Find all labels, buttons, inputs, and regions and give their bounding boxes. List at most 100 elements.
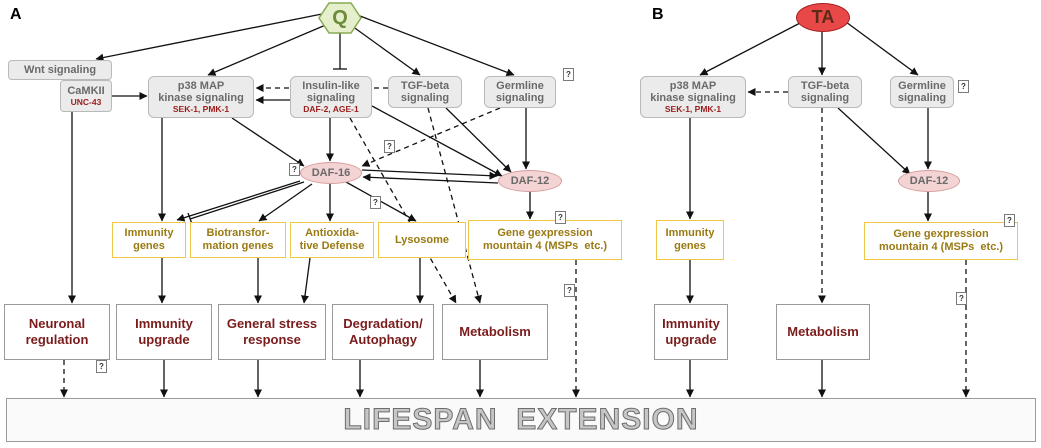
inhibit-daf16-immunity-genes xyxy=(189,181,305,220)
outcome-label-line: Metabolism xyxy=(459,324,531,339)
node-label: DAF-12 xyxy=(510,175,550,187)
panel-label-a: A xyxy=(10,6,22,23)
node-label-line: Insulin-like xyxy=(302,80,360,92)
arrow-q-to-tgf xyxy=(351,25,421,76)
node-camkii: CaMKII UNC-43 xyxy=(60,80,112,112)
arrow-germline-to-daf16-dashed xyxy=(361,107,501,167)
node-label-line: Immunity xyxy=(665,227,715,239)
outcome-label-line: regulation xyxy=(25,332,89,347)
node-label-line: mountain 4 (MSPs etc.) xyxy=(878,241,1004,253)
node-immunity-genes-b: Immunity genes xyxy=(656,220,724,260)
arrow-daf12-to-daf16 xyxy=(362,173,499,184)
arrow-p38-to-daf16 xyxy=(231,117,305,167)
node-label-line: Germline xyxy=(898,80,946,92)
node-label-line: mation genes xyxy=(202,240,274,252)
node-tgf-beta-signaling: TGF-beta signaling xyxy=(388,76,462,108)
outcome-metabolism-b: Metabolism xyxy=(776,304,870,360)
node-label-line: signaling xyxy=(897,92,947,104)
unknown-marker: ? xyxy=(384,140,395,153)
outcome-label-line: Degradation/ xyxy=(343,316,423,331)
unknown-marker: ? xyxy=(958,80,969,93)
node-antioxidative-defense: Antioxida- tive Defense xyxy=(290,222,374,258)
node-label-line: TGF-beta xyxy=(400,80,450,92)
unknown-marker: ? xyxy=(370,196,381,209)
gene-names: SEK-1, PMK-1 xyxy=(664,104,722,114)
outcome-metabolism: Metabolism xyxy=(442,304,548,360)
arrow-tgf-to-daf12 xyxy=(445,107,512,173)
unknown-marker: ? xyxy=(956,292,967,305)
outcome-degradation-autophagy: Degradation/ Autophagy xyxy=(332,304,434,360)
node-label-line: Biotransfor- xyxy=(206,227,270,239)
arrow-daf16-to-daf12 xyxy=(361,169,498,180)
unknown-marker: ? xyxy=(289,163,300,176)
lifespan-label: LIFESPAN EXTENSION xyxy=(343,403,699,437)
outcome-label-line: upgrade xyxy=(138,332,190,347)
node-immunity-genes: Immunity genes xyxy=(112,222,186,258)
unknown-marker: ? xyxy=(563,68,574,81)
root-node-tannic-acid: TA xyxy=(796,3,850,32)
arrow-insulin-to-daf12 xyxy=(371,105,503,177)
node-label-line: signaling xyxy=(400,92,450,104)
outcome-label-line: Immunity xyxy=(135,316,193,331)
outcome-label-line: response xyxy=(243,332,301,347)
hexagon-shape xyxy=(318,2,362,34)
node-label-line: mountain 4 (MSPs etc.) xyxy=(482,240,608,252)
node-label-line: TGF-beta xyxy=(800,80,850,92)
root-label: Q xyxy=(332,6,348,29)
outcome-label-line: Autophagy xyxy=(349,332,417,347)
arrow-daf16-to-immunity-genes xyxy=(176,180,301,222)
node-label-line: Immunity xyxy=(124,227,174,239)
node-label-line: genes xyxy=(674,240,706,252)
node-gene-expression-mountain: Gene gexpression mountain 4 (MSPs etc.) xyxy=(468,220,622,260)
node-germline-signaling: Germline signaling xyxy=(484,76,556,108)
outcome-immunity-upgrade-b: Immunity upgrade xyxy=(654,304,728,360)
node-label: DAF-12 xyxy=(909,175,949,187)
node-biotransformation-genes: Biotransfor- mation genes xyxy=(190,222,286,258)
arrow-daf16-to-lysosome xyxy=(345,181,417,222)
node-label-line: p38 MAP xyxy=(669,80,717,92)
node-label-line: kinase signaling xyxy=(158,92,244,104)
node-label-line: signaling xyxy=(495,92,545,104)
node-daf16: DAF-16 xyxy=(300,162,362,184)
outcome-general-stress-response: General stress response xyxy=(218,304,326,360)
node-gene-expression-mountain-b: Gene gexpression mountain 4 (MSPs etc.) xyxy=(864,222,1018,260)
node-label-line: Antioxida- xyxy=(305,227,359,239)
node-label-line: tive Defense xyxy=(299,240,365,252)
panel-label-b: B xyxy=(652,6,664,23)
root-label: TA xyxy=(811,7,835,27)
arrow-q-to-germline xyxy=(359,15,515,77)
node-p38-map-kinase: p38 MAP kinase signaling SEK-1, PMK-1 xyxy=(148,76,254,118)
node-germline-signaling-b: Germline signaling xyxy=(890,76,954,108)
node-label-line: Lysosome xyxy=(394,233,449,246)
arrow-q-to-wnt xyxy=(95,13,323,62)
unknown-marker: ? xyxy=(564,284,575,297)
arrow-q-to-p38 xyxy=(207,23,329,76)
node-label-line: signaling xyxy=(306,92,356,104)
lifespan-extension-box: LIFESPAN EXTENSION xyxy=(6,398,1036,442)
outcome-neuronal-regulation: Neuronal regulation xyxy=(4,304,110,360)
node-daf12-b: DAF-12 xyxy=(898,170,960,192)
node-label-line: Gene gexpression xyxy=(497,227,593,239)
arrow-ta-to-germline xyxy=(845,21,919,76)
unknown-marker: ? xyxy=(1004,214,1015,227)
node-label: CaMKII xyxy=(67,85,105,97)
node-wnt-signaling: Wnt signaling xyxy=(8,60,112,80)
arrow-insulin-to-metabolism-dashed xyxy=(349,117,457,304)
outcome-label-line: upgrade xyxy=(665,332,717,347)
unknown-marker: ? xyxy=(96,360,107,373)
outcome-label-line: General stress xyxy=(226,316,318,331)
outcome-label-line: Immunity xyxy=(662,316,720,331)
unknown-marker: ? xyxy=(555,211,566,224)
node-label: DAF-16 xyxy=(311,167,351,179)
arrow-tgf-to-daf12-b xyxy=(837,107,911,175)
node-p38-map-kinase-b: p38 MAP kinase signaling SEK-1, PMK-1 xyxy=(640,76,746,118)
node-label-line: p38 MAP xyxy=(177,80,225,92)
node-label-line: Germline xyxy=(496,80,544,92)
node-label-line: Gene gexpression xyxy=(893,228,989,240)
gene-names: SEK-1, PMK-1 xyxy=(172,104,230,114)
node-insulin-like-signaling: Insulin-like signaling DAF-2, AGE-1 xyxy=(290,76,372,118)
gene-names: DAF-2, AGE-1 xyxy=(303,104,359,114)
root-node-quercetin: Q xyxy=(318,2,362,34)
